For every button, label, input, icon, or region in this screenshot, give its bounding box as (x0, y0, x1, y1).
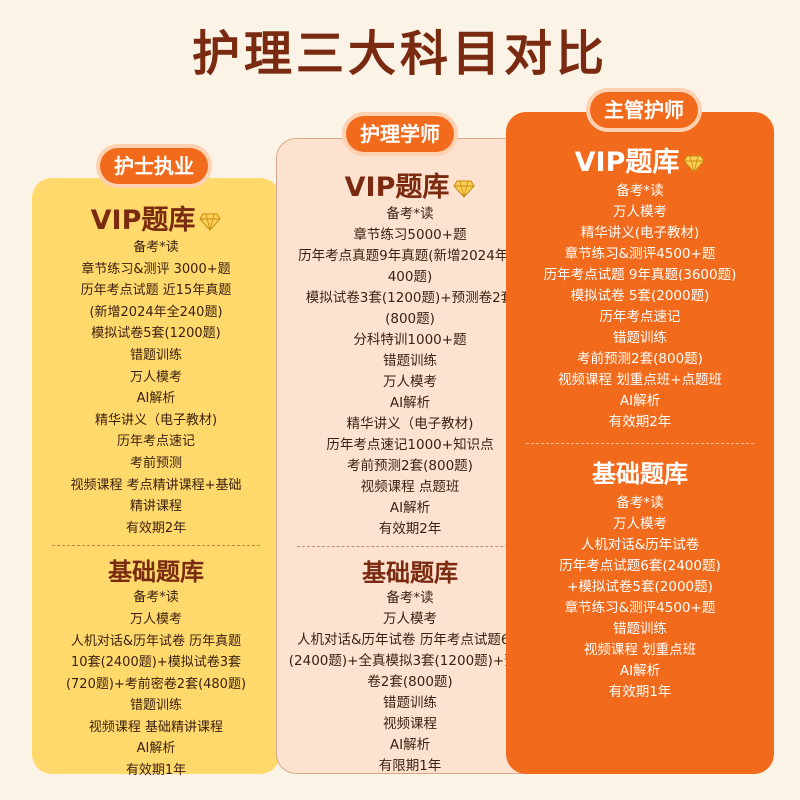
list-item: 精华讲义（电子教材) (94, 412, 218, 428)
list-item: 备考*读 (616, 495, 664, 511)
divider (297, 546, 523, 547)
list-item: 有效期1年 (608, 684, 672, 700)
list-item: 备考*读 (386, 206, 434, 222)
vip-list: 备考*读章节练习5000+题历年考点真题9年真题(新增2024年全 400题) 模拟… (277, 204, 543, 540)
vip-title: VIP题库 (344, 172, 450, 203)
list-item: AI解析 (619, 663, 661, 679)
list-item: 人机对话&历年试卷 (580, 537, 700, 553)
list-item: 错题训练 (129, 347, 182, 363)
vip-list: 备考*读章节练习&测评 3000+题历年考点试题 近15年真题 (新增2024年全… (32, 237, 280, 539)
basic-list: 备考*读万人模考人机对话&历年试卷 历年考点试题6套 (2400题)+全真模拟3套… (277, 588, 543, 777)
vip-heading: VIP题库 (277, 165, 543, 204)
list-item: 章节练习&测评4500+题 (564, 246, 716, 262)
vip-list: 备考*读万人模考精华讲义(电子教材) 章节练习&测评4500+题历年考点试题 9年… (506, 181, 774, 433)
list-item: (2400题)+全真模拟3套(1200题)+预测 (288, 653, 532, 669)
list-item: 备考*读 (616, 183, 664, 199)
divider (52, 545, 260, 547)
list-item: 历年考点速记 (599, 309, 681, 325)
list-item: 视频课程 划重点班+点题班 (557, 372, 723, 388)
basic-list: 备考*读万人模考人机对话&历年试卷 历年真题 10套(2400题)+模拟试卷3套 (… (32, 587, 280, 781)
vip-title: VIP题库 (574, 147, 680, 178)
list-item: 10套(2400题)+模拟试卷3套 (71, 655, 241, 671)
list-item: +模拟试卷5套(2000题) (567, 579, 713, 595)
list-item: 卷2套(800题) (367, 674, 453, 690)
diamond-icon (199, 213, 221, 231)
list-item: 历年考点真题9年真题(新增2024年全 (298, 248, 522, 264)
list-item: 备考*读 (133, 590, 179, 606)
list-item: (800题) (385, 311, 435, 327)
list-item: AI解析 (136, 741, 176, 757)
list-item: 章节练习&测评 3000+题 (81, 261, 231, 277)
list-item: AI解析 (619, 393, 661, 409)
list-item: AI解析 (389, 395, 431, 411)
list-item: 有效期2年 (378, 521, 442, 537)
list-item: 万人模考 (383, 611, 437, 627)
page-title: 护理三大科目对比 (191, 26, 608, 82)
diamond-icon (453, 180, 475, 198)
tag-chief-nurse: 主管护师 (590, 92, 698, 128)
list-item: 视频课程 考点精讲课程+基础 (70, 477, 242, 493)
divider (526, 443, 754, 444)
list-item: 错题训练 (129, 698, 182, 714)
tag-nurse-teacher: 护理学师 (346, 116, 454, 152)
list-item: 错题训练 (613, 621, 667, 637)
list-item: 章节练习&测评4500+题 (564, 600, 716, 616)
list-item: 万人模考 (613, 516, 667, 532)
list-item: 模拟试卷5套(1200题) (91, 326, 221, 342)
tag-nurse-practice: 护士执业 (100, 148, 208, 184)
list-item: 有效期2年 (608, 414, 672, 430)
basic-title: 基础题库 (362, 559, 458, 587)
list-item: 历年考点试题 近15年真题 (80, 283, 232, 299)
list-item: 万人模考 (129, 369, 182, 385)
list-item: 有限期1年 (378, 758, 442, 774)
vip-title: VIP题库 (90, 205, 196, 236)
list-item: 错题训练 (383, 353, 437, 369)
list-item: AI解析 (389, 737, 431, 753)
list-item: (720题)+考前密卷2套(480题) (65, 676, 247, 692)
list-item: 视频课程 (383, 716, 437, 732)
list-item: 万人模考 (613, 204, 667, 220)
list-item: 精华讲义(电子教材) (580, 225, 700, 241)
list-item: 考前预测2套(800题) (577, 351, 703, 367)
list-item: 历年考点试题 9年真题(3600题) (543, 267, 737, 283)
list-item: AI解析 (136, 391, 176, 407)
list-item: 精华讲义（电子教材) (346, 416, 474, 432)
list-item: 精讲课程 (129, 499, 182, 515)
basic-list: 备考*读万人模考人机对话&历年试卷历年考点试题6套(2400题) +模拟试卷5套(… (506, 493, 774, 703)
list-item: 视频课程 点题班 (360, 479, 460, 495)
list-item: 历年考点速记 (116, 434, 195, 450)
basic-title: 基础题库 (108, 558, 204, 587)
list-item: 有效期1年 (125, 763, 187, 779)
list-item: 人机对话&历年试卷 历年真题 (70, 633, 242, 649)
list-item: 历年考点试题6套(2400题) (559, 558, 721, 574)
diamond-icon (683, 155, 705, 173)
panel-chief-nurse: VIP题库 备考*读万人模考精华讲义(电子教材)章节练习&测评4500+题历年考… (506, 112, 774, 774)
list-item: 400题) (387, 269, 433, 285)
list-item: 万人模考 (129, 611, 182, 627)
basic-title: 基础题库 (592, 460, 688, 488)
vip-heading: VIP题库 (506, 140, 774, 179)
list-item: 分科特训1000+题 (353, 332, 467, 348)
list-item: 考前预测2套(800题) (347, 458, 473, 474)
list-item: 模拟试卷 5套(2000题) (570, 288, 710, 304)
panel-nurse-practice: VIP题库 备考*读章节练习&测评 3000+题历年考点试题 近15年真题(新增… (32, 178, 280, 778)
list-item: 视频课程 划重点班 (583, 642, 697, 658)
list-item: 人机对话&历年试卷 历年考点试题6套 (297, 632, 523, 648)
list-item: 备考*读 (133, 240, 179, 255)
list-item: 错题训练 (383, 695, 437, 711)
list-item: 视频课程 基础精讲课程 (88, 719, 224, 735)
list-item: 错题训练 (613, 330, 667, 346)
list-item: 备考*读 (386, 590, 434, 606)
list-item: 万人模考 (383, 374, 437, 390)
list-item: (新增2024年全240题) (89, 304, 223, 320)
list-item: AI解析 (389, 500, 431, 516)
list-item: 章节练习5000+题 (353, 227, 467, 243)
vip-heading: VIP题库 (32, 198, 280, 237)
list-item: 有效期2年 (125, 520, 187, 536)
list-item: 历年考点速记1000+知识点 (326, 437, 494, 453)
list-item: 考前预测 (129, 455, 182, 471)
list-item: 模拟试卷3套(1200题)+预测卷2套 (305, 290, 515, 306)
